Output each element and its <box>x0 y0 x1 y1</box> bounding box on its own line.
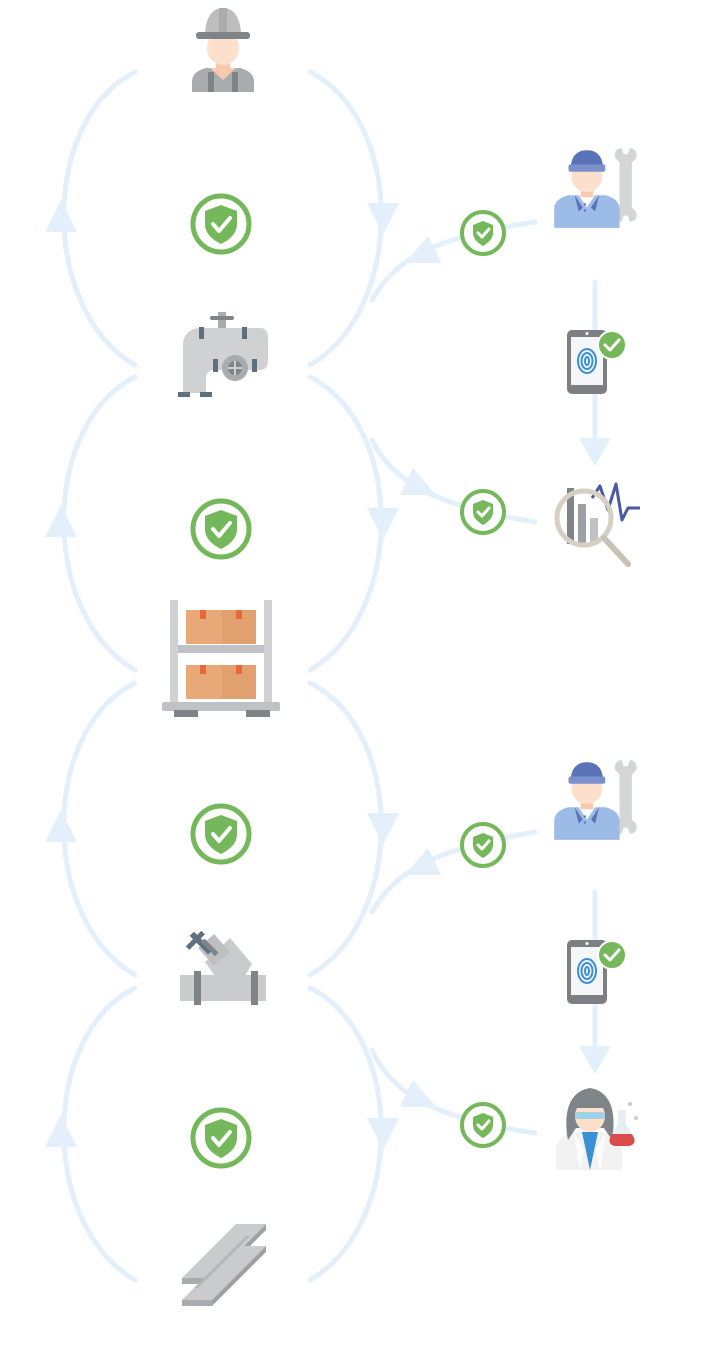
data-analysis-icon <box>554 482 640 567</box>
shield-check-icon <box>193 806 249 862</box>
vertical-arrow-1 <box>579 438 611 466</box>
pipe-valve-icon <box>178 312 268 397</box>
loop-right-2 <box>307 374 384 673</box>
technician-icon <box>554 760 637 840</box>
check-circle-icon <box>460 489 506 535</box>
arrow-down-4 <box>367 1118 399 1150</box>
vertical-arrow-2 <box>579 1046 611 1074</box>
arrow-down-2 <box>367 508 399 540</box>
lab-scientist-icon <box>556 1088 638 1170</box>
check-circle-icon <box>460 210 506 256</box>
arrow-up-1 <box>45 200 77 232</box>
loop-left-4 <box>61 985 138 1283</box>
branch-arrow-2 <box>400 468 436 495</box>
pipe-fitting-icon <box>180 930 266 1005</box>
loop-right-1 <box>307 69 384 368</box>
branch-lines <box>369 219 598 1136</box>
mobile-fingerprint-icon <box>565 938 628 1006</box>
arrow-up-4 <box>45 1115 77 1147</box>
branch-3 <box>369 829 538 915</box>
worker-helmet-icon <box>192 8 254 92</box>
arrow-up-2 <box>45 505 77 537</box>
check-circle-icon <box>460 822 506 868</box>
arrow-up-3 <box>45 810 77 842</box>
branch-arrow-4 <box>400 1080 436 1107</box>
technician-icon <box>554 148 637 228</box>
loop-left-1 <box>61 69 138 368</box>
shield-check-icon <box>193 501 249 557</box>
shield-check-icon <box>193 1110 249 1166</box>
branch-arrow-3 <box>405 848 441 875</box>
loop-left-2 <box>61 374 138 673</box>
loop-right-4 <box>307 985 384 1283</box>
branch-arrow-1 <box>405 236 441 263</box>
steel-beam-icon <box>182 1224 266 1306</box>
flow-arrowheads <box>45 200 399 1150</box>
arrow-down-3 <box>367 813 399 845</box>
check-circle-icon <box>460 1102 506 1148</box>
loop-left-3 <box>61 680 138 978</box>
shield-check-icon <box>193 196 249 252</box>
warehouse-shelf-icon <box>162 600 280 717</box>
loop-right-3 <box>307 680 384 978</box>
branch-1 <box>369 219 538 303</box>
mobile-fingerprint-icon <box>565 328 628 396</box>
arrow-down-1 <box>367 203 399 235</box>
branch-arrowheads <box>400 236 611 1107</box>
